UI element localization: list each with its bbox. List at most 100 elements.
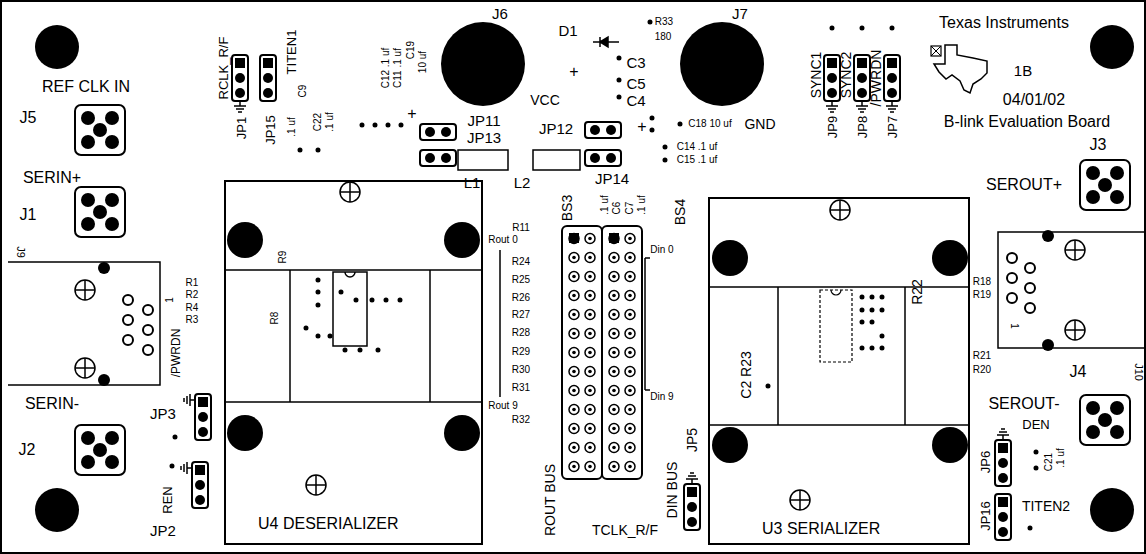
serializer-socket bbox=[932, 240, 968, 276]
silkscreen-label: R31 bbox=[512, 383, 530, 393]
silkscreen-label: R20 bbox=[973, 365, 991, 375]
silkscreen-label: J2 bbox=[19, 442, 36, 458]
silkscreen-label: + bbox=[637, 119, 646, 135]
silkscreen-label: 1 bbox=[1009, 323, 1019, 329]
silkscreen-label: JP11 bbox=[467, 113, 500, 128]
jumper-2pin bbox=[420, 150, 456, 166]
silkscreen-label: J4 bbox=[1070, 364, 1087, 380]
rj45-connector bbox=[1025, 263, 1035, 273]
mounting-hole bbox=[1090, 488, 1134, 532]
silkscreen-label: JP14 bbox=[595, 171, 629, 186]
bus-header bbox=[609, 233, 619, 243]
rj45-connector bbox=[123, 315, 133, 325]
diode-symbol bbox=[593, 37, 619, 47]
deserializer-socket bbox=[345, 272, 355, 277]
silkscreen-label: C15 .1 uf bbox=[677, 155, 718, 165]
deserializer-socket bbox=[444, 222, 480, 258]
silkscreen-label: C2 R23 bbox=[739, 351, 753, 398]
bus-header bbox=[569, 233, 579, 243]
silkscreen-label: J7 bbox=[732, 6, 748, 21]
silkscreen-label: JP13 bbox=[467, 130, 501, 145]
silkscreen-label: C14 .1 uf bbox=[677, 142, 718, 152]
ground-symbol bbox=[686, 473, 698, 484]
bus-header bbox=[562, 226, 602, 479]
jumper-2pin bbox=[585, 122, 621, 138]
silkscreen-label: R9 bbox=[278, 251, 288, 264]
rj45-connector bbox=[98, 374, 110, 386]
silkscreen-label: DIN BUS bbox=[665, 462, 679, 519]
jumper-3pin bbox=[884, 55, 900, 101]
deserializer-socket bbox=[306, 475, 326, 495]
silkscreen-label: JP7 bbox=[886, 116, 899, 138]
silkscreen-label: 180 bbox=[655, 32, 672, 42]
silkscreen-label: JP6 bbox=[979, 451, 992, 473]
silkscreen-label: .1 uf bbox=[325, 112, 335, 131]
rj45-connector bbox=[1007, 293, 1017, 303]
diode-symbol bbox=[593, 37, 619, 47]
sma-connector bbox=[75, 425, 125, 475]
silkscreen-label: Texas Instruments bbox=[939, 15, 1069, 31]
silkscreen-label: TITEN1 bbox=[285, 30, 298, 75]
ground-symbol bbox=[997, 429, 1009, 440]
jumper-3pin bbox=[995, 440, 1011, 486]
silkscreen-label: 10 uf bbox=[418, 51, 428, 73]
silkscreen-label: R22 bbox=[910, 279, 924, 305]
silkscreen-label: JP2 bbox=[150, 523, 176, 538]
silkscreen-label: R18 bbox=[973, 277, 991, 287]
silkscreen-label: C5 bbox=[626, 76, 645, 91]
silkscreen-label: C9 bbox=[298, 85, 308, 98]
silkscreen-label: REF CLK IN bbox=[42, 79, 130, 95]
silkscreen-label: R3 bbox=[186, 315, 199, 325]
silkscreen-label: J9 bbox=[15, 246, 26, 258]
jumper-3pin bbox=[232, 55, 248, 101]
silkscreen-label: SEROUT- bbox=[988, 396, 1059, 412]
silkscreen-label: R4 bbox=[186, 303, 199, 313]
serializer-socket bbox=[830, 200, 850, 220]
silkscreen-label: BS3 bbox=[560, 195, 574, 221]
silkscreen-label: RCLK_R/F bbox=[217, 37, 230, 100]
bus-bracket bbox=[500, 250, 650, 397]
serializer-socket bbox=[708, 200, 970, 510]
serializer-socket bbox=[831, 290, 841, 295]
ground-symbol bbox=[234, 101, 246, 112]
jumper-2pin bbox=[420, 124, 456, 140]
silkscreen-label: TITEN2 bbox=[1022, 499, 1070, 513]
jumper-2pin bbox=[585, 150, 621, 166]
silkscreen-label: C18 10 uf bbox=[688, 119, 731, 129]
silkscreen-label: SYNC1 bbox=[809, 52, 823, 99]
silkscreen-label: R1 bbox=[186, 278, 199, 288]
jumper-3pin bbox=[195, 394, 211, 440]
silkscreen-label: REN bbox=[161, 486, 174, 513]
rj45-connector bbox=[98, 262, 110, 274]
serializer-socket bbox=[712, 427, 748, 463]
jumper-3pin bbox=[192, 55, 1011, 540]
silkscreen-label: 04/01/02 bbox=[1003, 92, 1065, 108]
silkscreen-label: GND bbox=[744, 117, 775, 131]
silkscreen-label: SYNC2 bbox=[839, 52, 853, 99]
silkscreen-label: JP16 bbox=[979, 501, 992, 531]
mounting-hole bbox=[1090, 25, 1134, 69]
bus-header bbox=[602, 226, 642, 479]
silkscreen-label: R24 bbox=[512, 257, 530, 267]
ti-logo bbox=[931, 45, 987, 93]
silkscreen-label: Rout 9 bbox=[488, 401, 517, 411]
silkscreen-label: D1 bbox=[558, 23, 577, 38]
silkscreen-label: .1 uf bbox=[1056, 448, 1066, 467]
deserializer-socket bbox=[227, 222, 263, 258]
silkscreen-label: JP1 bbox=[235, 117, 248, 139]
jumper-3pin bbox=[192, 462, 208, 508]
ground-symbol bbox=[181, 462, 192, 474]
banana-jack bbox=[680, 22, 764, 106]
silkscreen-label: BS4 bbox=[673, 199, 687, 225]
jumper-3pin bbox=[824, 55, 840, 101]
serializer-socket bbox=[820, 290, 852, 362]
deserializer-socket bbox=[224, 270, 483, 402]
silkscreen-label: 1 bbox=[165, 297, 175, 303]
rj45-connector bbox=[8, 262, 160, 385]
silkscreen-label: J6 bbox=[492, 6, 508, 21]
rj45-connector bbox=[1065, 240, 1085, 260]
silkscreen-label: B-link Evaluation Board bbox=[944, 114, 1110, 130]
rj45-connector bbox=[75, 358, 95, 378]
silkscreen-label: J5 bbox=[20, 110, 37, 126]
ground-symbol bbox=[181, 101, 1009, 484]
